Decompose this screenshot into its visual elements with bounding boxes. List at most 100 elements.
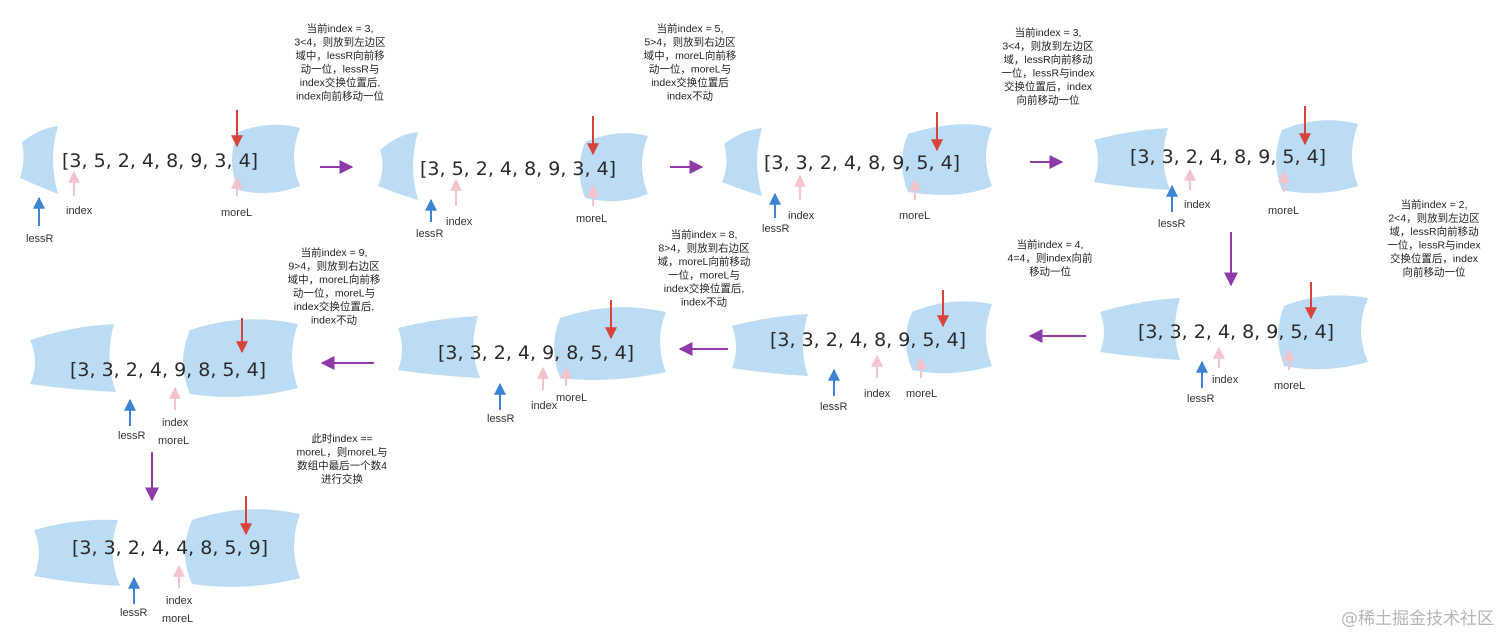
note-line: 动一位，moreL与 [293, 287, 375, 300]
index-pointer-label-5: index [1212, 374, 1239, 386]
note-line: 域中，lessR向前移 [295, 49, 385, 62]
note-line: 此时index == [311, 432, 372, 445]
note-line: 4=4，则index向前 [1008, 252, 1093, 265]
index-pointer-label-7: index [531, 400, 558, 412]
note-line: index不动 [681, 297, 727, 309]
note-line: 9>4，则放到右边区 [288, 260, 379, 273]
more-region-3 [902, 124, 992, 195]
note-line: 域中，moreL向前移 [288, 273, 381, 286]
note-line: 一位，moreL与 [668, 269, 740, 282]
less-pointer-label-6: lessR [820, 401, 848, 413]
note-line: index交换位置后 [651, 76, 729, 89]
less-region-2 [378, 132, 418, 200]
less-pointer-label-2: lessR [416, 228, 444, 240]
note-3: 当前index = 3,3<4，则放到左边区域，lessR向前移动一位，less… [1001, 26, 1095, 107]
note-line: index交换位置后, [294, 300, 375, 313]
more-pointer-label-2: moreL [576, 213, 607, 225]
note-line: 向前移动一位 [1403, 266, 1466, 279]
note-line: 3<4，则放到左边区 [294, 36, 385, 49]
state-8: [3, 3, 2, 4, 9, 8, 5, 4] lessR index mor… [30, 318, 298, 447]
note-line: 3<4，则放到左边区 [1002, 40, 1093, 53]
more-pointer-label-4: moreL [1268, 205, 1299, 217]
more-region-4 [1276, 120, 1358, 194]
less-region-7 [398, 316, 480, 378]
index-pointer-label-2: index [446, 216, 473, 228]
note-line: 域中，moreL向前移 [644, 49, 737, 62]
array-text-2: [3, 5, 2, 4, 8, 9, 3, 4] [420, 158, 616, 180]
more-pointer-label-8: moreL [158, 435, 189, 447]
note-1: 当前index = 3,3<4，则放到左边区域中，lessR向前移动一位，les… [294, 22, 385, 103]
note-5: 当前index = 4,4=4，则index向前移动一位 [1008, 238, 1093, 278]
note-2: 当前index = 5,5>4，则放到右边区域中，moreL向前移动一位，mor… [644, 22, 737, 103]
array-text-3: [3, 3, 2, 4, 8, 9, 5, 4] [764, 152, 960, 174]
state-7: [3, 3, 2, 4, 9, 8, 5, 4] lessR index mor… [398, 300, 666, 425]
more-pointer-label-3: moreL [899, 210, 930, 222]
note-line: 动一位，lessR与 [301, 63, 380, 76]
less-region-9 [34, 519, 120, 586]
less-pointer-label-4: lessR [1158, 218, 1186, 230]
note-line: index交换位置后, [300, 76, 381, 89]
more-pointer-label-6: moreL [906, 388, 937, 400]
index-pointer-label-8: index [162, 417, 189, 429]
less-region-1 [20, 126, 58, 194]
array-text-1: [3, 5, 2, 4, 8, 9, 3, 4] [62, 150, 258, 172]
note-line: 2<4，则放到左边区 [1388, 212, 1479, 225]
state-9: [3, 3, 2, 4, 4, 8, 5, 9] lessR index mor… [34, 496, 300, 625]
less-pointer-label-3: lessR [762, 223, 790, 235]
array-text-9: [3, 3, 2, 4, 4, 8, 5, 9] [72, 537, 268, 559]
note-line: index不动 [311, 315, 357, 327]
less-region-5 [1100, 298, 1180, 360]
note-line: 当前index = 4, [1017, 238, 1084, 251]
note-line: 当前index = 3, [307, 22, 374, 35]
note-line: 移动一位 [1029, 265, 1071, 278]
more-region-5 [1278, 295, 1368, 370]
note-line: 当前index = 8, [671, 228, 738, 241]
more-region-7 [554, 307, 666, 380]
note-line: 交换位置后，index [1390, 252, 1479, 265]
less-region-4 [1094, 128, 1170, 190]
less-region-3 [722, 128, 762, 196]
note-line: 域，moreL向前移动 [658, 255, 751, 268]
state-3: [3, 3, 2, 4, 8, 9, 5, 4] lessR index mor… [722, 112, 992, 235]
note-line: 交换位置后，index [1004, 80, 1093, 93]
index-pointer-label-3: index [788, 210, 815, 222]
less-pointer-label-9: lessR [120, 607, 148, 619]
less-region-8 [30, 324, 116, 392]
array-text-4: [3, 3, 2, 4, 8, 9, 5, 4] [1130, 146, 1326, 168]
array-text-5: [3, 3, 2, 4, 8, 9, 5, 4] [1138, 321, 1334, 343]
state-4: [3, 3, 2, 4, 8, 9, 5, 4] lessR index mor… [1094, 106, 1358, 230]
note-line: moreL，则moreL与 [296, 446, 387, 459]
note-line: 5>4，则放到右边区 [644, 36, 735, 49]
index-pointer-label-4: index [1184, 199, 1211, 211]
more-pointer-label-5: moreL [1274, 380, 1305, 392]
more-pointer-label-1: moreL [221, 207, 252, 219]
array-text-8: [3, 3, 2, 4, 9, 8, 5, 4] [70, 359, 266, 381]
note-line: 一位，lessR与index [1001, 67, 1095, 80]
more-region-6 [906, 301, 992, 374]
index-pointer-label-9: index [166, 595, 193, 607]
note-line: 数组中最后一个数4 [297, 459, 387, 472]
note-line: index向前移动一位 [296, 90, 385, 103]
state-1: [3, 5, 2, 4, 8, 9, 3, 4] lessR index mor… [20, 110, 300, 245]
state-6: [3, 3, 2, 4, 8, 9, 5, 4] lessR index mor… [732, 290, 992, 413]
less-pointer-label-1: lessR [26, 233, 54, 245]
index-pointer-label-6: index [864, 388, 891, 400]
note-line: 当前index = 9, [301, 246, 368, 259]
note-6: 当前index = 8,8>4，则放到右边区域，moreL向前移动一位，more… [658, 228, 751, 309]
index-pointer-label-1: index [66, 205, 93, 217]
array-text-6: [3, 3, 2, 4, 8, 9, 5, 4] [770, 329, 966, 351]
note-line: 当前index = 3, [1015, 26, 1082, 39]
note-line: 域，lessR向前移动 [1389, 225, 1478, 238]
note-line: index不动 [667, 91, 713, 103]
watermark: @稀土掘金技术社区 [1341, 609, 1494, 629]
less-pointer-label-8: lessR [118, 430, 146, 442]
note-line: 进行交换 [321, 473, 363, 486]
note-line: index交换位置后, [664, 282, 745, 295]
more-region-8 [183, 319, 298, 397]
more-region-9 [185, 509, 300, 587]
state-2: [3, 5, 2, 4, 8, 9, 3, 4] lessR index mor… [378, 116, 648, 240]
less-pointer-label-5: lessR [1187, 393, 1215, 405]
state-5: [3, 3, 2, 4, 8, 9, 5, 4] lessR index mor… [1100, 282, 1368, 405]
